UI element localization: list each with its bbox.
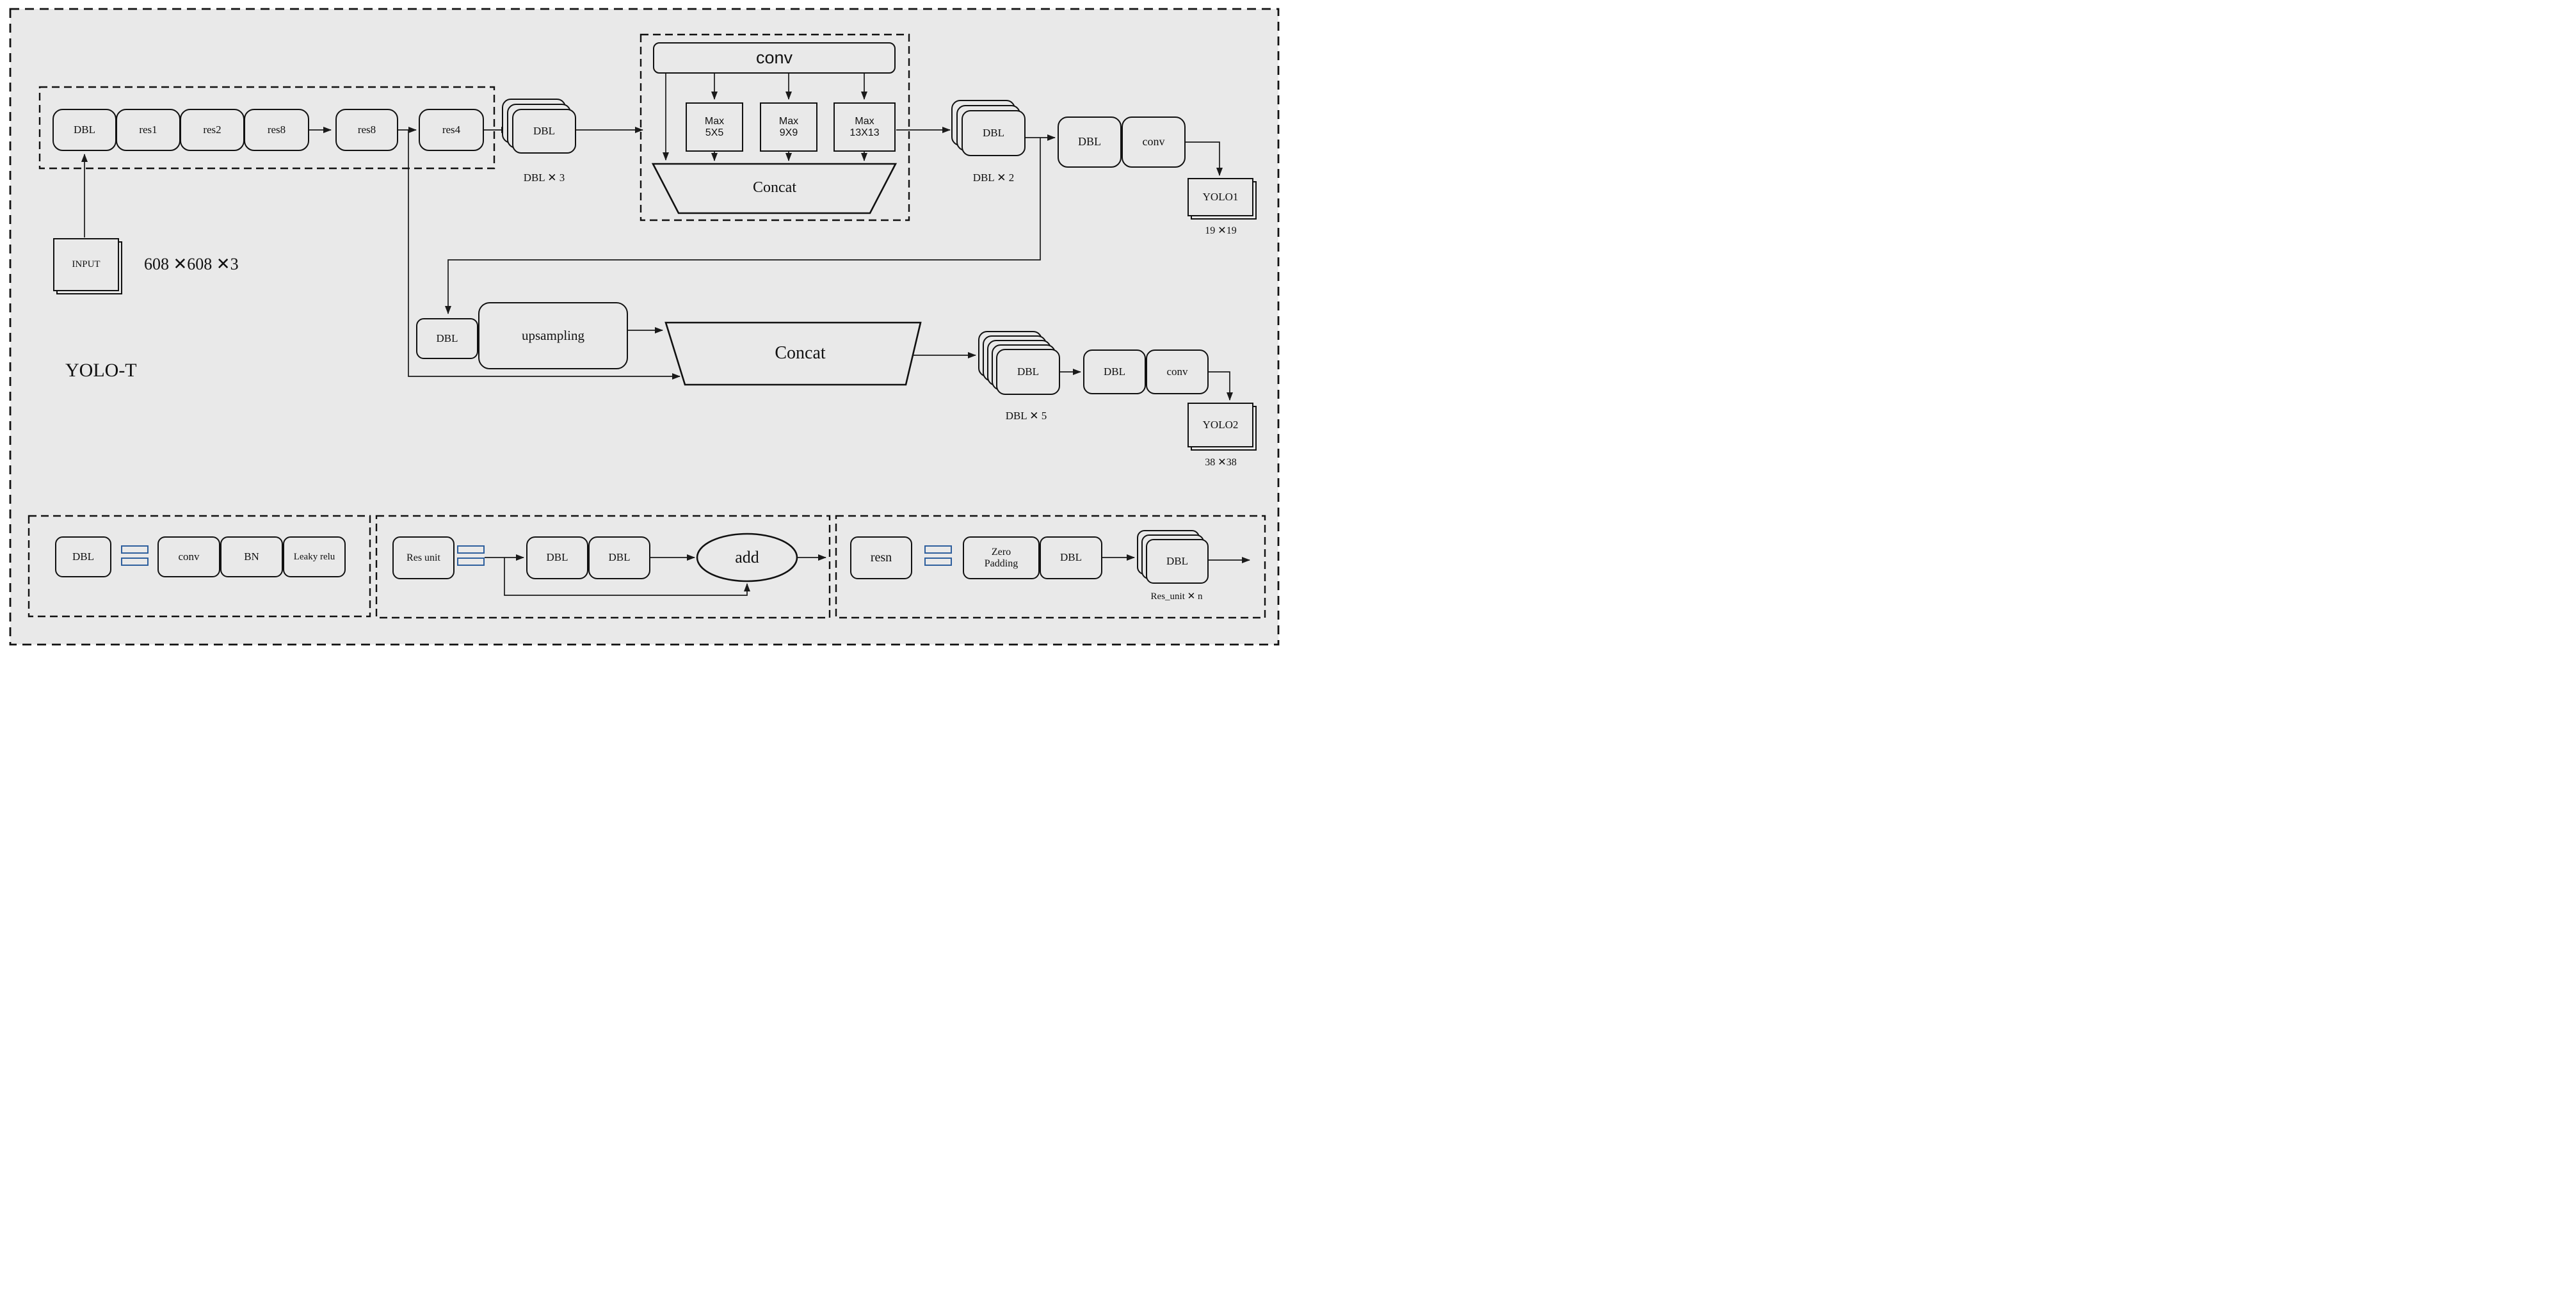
dbl3-stack-block: DBL <box>512 109 576 154</box>
dbl5-stack-block: DBL <box>996 349 1060 395</box>
legend-res-unit-term-block: Res unit <box>392 536 455 579</box>
branch-backbone-to-concat <box>408 130 680 380</box>
head1-dbl-block: DBL <box>1058 116 1122 168</box>
legend-dbl-dashed-box <box>28 515 371 618</box>
equals-icon <box>457 558 485 566</box>
yolo2-block: YOLO2 <box>1187 403 1253 447</box>
input-dims-label: 608 ✕608 ✕3 <box>144 255 239 273</box>
legend-leaky-relu-block: Leaky relu <box>283 536 346 577</box>
legend-bn-block: BN <box>220 536 283 577</box>
spp-concat-label: Concat <box>753 179 796 196</box>
equals-icon <box>924 558 952 566</box>
add-label: add <box>735 548 759 566</box>
head1-conv-block: conv <box>1122 116 1186 168</box>
backbone-res4-block: res4 <box>419 109 484 151</box>
yolo2-dims-label: 38 ✕38 <box>1205 457 1237 468</box>
legend-res-dbl2-block: DBL <box>588 536 650 579</box>
yolo-t-architecture-diagram: DBL res1 res2 res8 res8 res4 INPUT 608 ✕… <box>0 0 1288 658</box>
fusion-concat-trapezoid <box>664 321 922 386</box>
backbone-res8-block: res8 <box>244 109 309 151</box>
equals-icon <box>924 545 952 554</box>
legend-resn-dashed-box <box>835 515 1266 619</box>
arrow-conv-to-yolo1 <box>1186 141 1223 176</box>
spp-conv-block: conv <box>653 42 896 74</box>
dbl5-count-label: DBL ✕ 5 <box>1005 410 1047 422</box>
diagram-title: YOLO-T <box>65 360 137 381</box>
resn-count-label: Res_unit ✕ n <box>1150 591 1203 602</box>
branch-head-to-upsample-dbl <box>445 138 1041 314</box>
equals-icon <box>121 558 149 566</box>
legend-resn-term-block: resn <box>850 536 912 579</box>
yolo1-block: YOLO1 <box>1187 178 1253 216</box>
head2-dbl-block: DBL <box>1083 349 1146 394</box>
equals-icon <box>121 545 149 554</box>
backbone-res8b-block: res8 <box>335 109 398 151</box>
backbone-dbl-block: DBL <box>52 109 117 151</box>
legend-dbl-term-block: DBL <box>55 536 111 577</box>
backbone-res2-block: res2 <box>180 109 245 151</box>
spp-concat-trapezoid <box>651 163 898 214</box>
upsample-dbl-block: DBL <box>416 318 478 359</box>
skip-connection-to-add <box>504 558 750 596</box>
dbl3-count-label: DBL ✕ 3 <box>523 172 565 184</box>
connector-layer <box>9 8 1280 646</box>
dbl2-count-label: DBL ✕ 2 <box>972 172 1015 184</box>
head2-conv-block: conv <box>1146 349 1209 394</box>
dbl2-stack-block: DBL <box>962 110 1026 156</box>
legend-res-dbl1-block: DBL <box>526 536 588 579</box>
yolo1-dims-label: 19 ✕19 <box>1205 225 1237 236</box>
resn-stack-block: DBL <box>1146 539 1209 584</box>
legend-res-unit-dashed-box <box>375 515 831 619</box>
legend-conv-block: conv <box>157 536 220 577</box>
equals-icon <box>457 545 485 554</box>
legend-zero-padding-block: Zero Padding <box>963 536 1040 579</box>
input-block: INPUT <box>53 238 119 291</box>
fusion-concat-label: Concat <box>775 343 826 363</box>
legend-resn-dbl-block: DBL <box>1040 536 1102 579</box>
outer-dashed-border <box>9 8 1280 646</box>
upsampling-block: upsampling <box>478 302 628 369</box>
arrow-conv-to-yolo2 <box>1209 371 1233 401</box>
backbone-res1-block: res1 <box>116 109 181 151</box>
